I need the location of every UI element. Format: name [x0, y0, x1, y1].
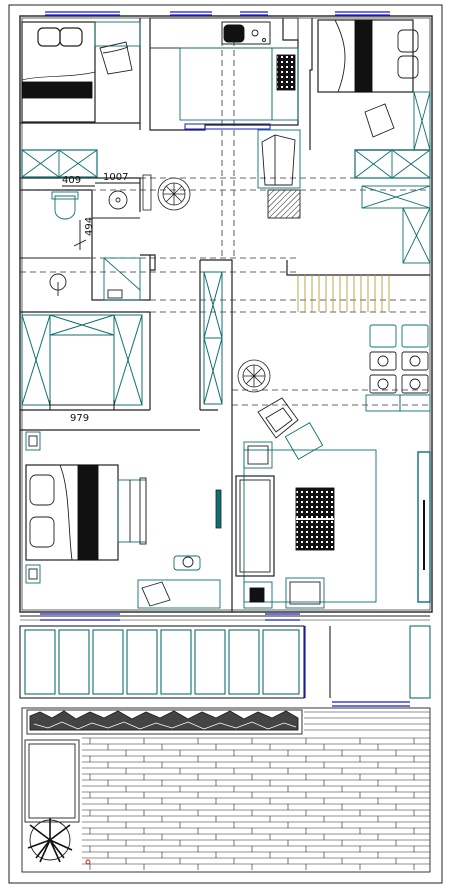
pool: [24, 739, 80, 823]
bedroom-top-left: [21, 21, 141, 178]
kitchen: [149, 17, 299, 130]
sofa: [235, 475, 275, 577]
garden-deck: [21, 707, 431, 873]
tv-cabinet: [417, 451, 431, 603]
bedroom-bottom-left: [25, 431, 221, 609]
doors: [140, 174, 222, 529]
dimension-409: 409: [62, 175, 81, 186]
basin: [108, 190, 128, 210]
toilet: [54, 195, 76, 220]
central-cabinet: [203, 271, 223, 405]
dining-set: [365, 324, 431, 412]
double-bed-bottom-left: [25, 464, 119, 561]
balcony-windows: [40, 613, 410, 707]
shower: [103, 257, 141, 301]
staircase: [297, 275, 390, 312]
bathroom: [20, 182, 141, 301]
top-windows: [45, 11, 390, 16]
wardrobe-top-left: [21, 149, 98, 178]
desk: [137, 579, 221, 609]
entry-cabinet: [257, 129, 301, 219]
cooktop: [276, 54, 296, 91]
closet-left: [21, 314, 143, 410]
palm-plant-icon: [27, 818, 73, 863]
armchair-living: [257, 397, 299, 439]
living-room: [235, 397, 431, 609]
sink: [221, 21, 271, 45]
armchair-top-right: [364, 103, 395, 138]
wardrobe-top-right: [354, 149, 431, 179]
double-bed-top-left: [21, 21, 96, 123]
interior-walls: [20, 18, 430, 612]
dimension-979: 979: [70, 413, 89, 424]
hedge-planter: [26, 709, 303, 735]
round-planter-icon: [157, 177, 271, 393]
armchair-top-left: [99, 41, 133, 75]
dimension-1007: 1007: [103, 172, 128, 183]
drawing-border: [8, 4, 443, 884]
balcony-doors: [19, 615, 431, 699]
deck-boards: [82, 711, 430, 870]
dimension-494: 494: [84, 217, 95, 236]
bedroom-top-right: [317, 19, 431, 264]
